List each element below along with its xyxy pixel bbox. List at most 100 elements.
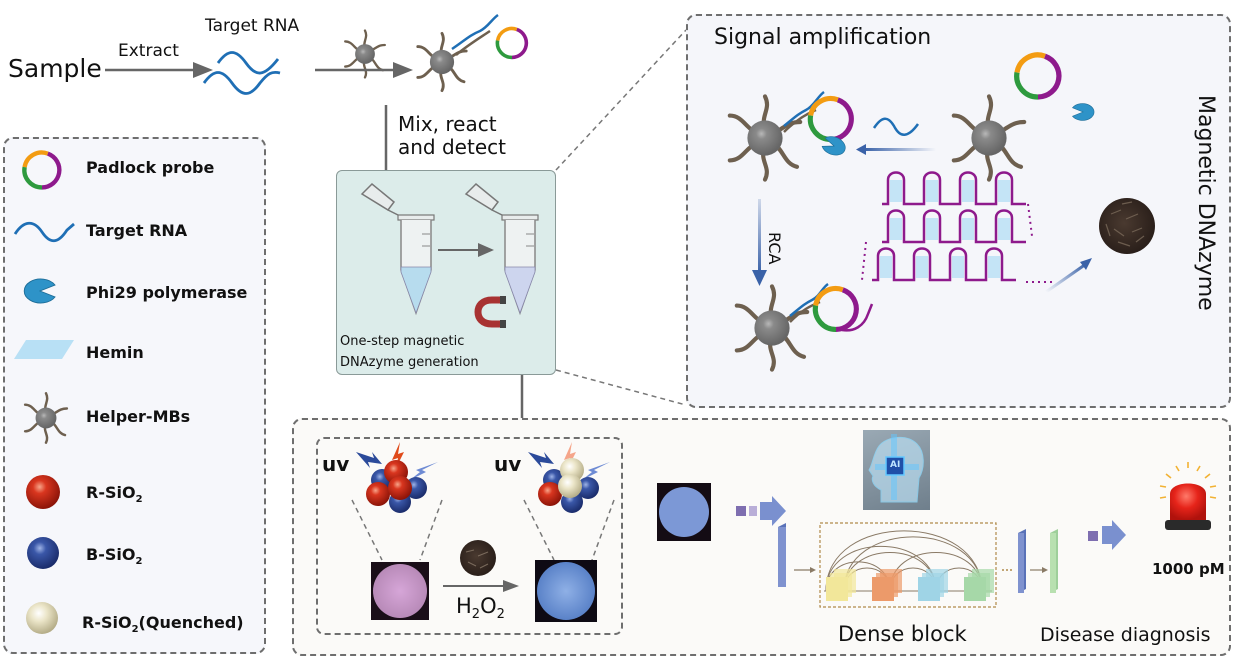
pink-dish-image [371, 562, 429, 620]
signal-title: Signal amplification [714, 25, 932, 50]
legend-label-target-rna: Target RNA [86, 221, 188, 240]
magnetic-dnazyme-label: Magnetic DNAzyme [1193, 95, 1218, 311]
hemin-block [962, 218, 974, 240]
disease-diagnosis-label: Disease diagnosis [1040, 624, 1211, 646]
input-arrow [736, 496, 786, 526]
h-symbol: H [456, 594, 472, 618]
free-probe-icon [1017, 55, 1059, 97]
legend-text: B-SiO [86, 545, 136, 564]
rca-arrow [758, 199, 761, 274]
bound-complex-icon [416, 13, 529, 93]
rca-strand [882, 209, 1026, 244]
dense-layer [826, 577, 848, 601]
free-polymerase-icon [1072, 103, 1095, 121]
legend-label-padlock-probe: Padlock probe [86, 158, 215, 177]
nanoparticle-cluster-right-icon [528, 442, 610, 513]
red-sphere-icon [26, 475, 60, 509]
rca-product-icon [861, 171, 1056, 283]
hemin-block [890, 180, 902, 202]
rca-continuation [861, 203, 1056, 283]
legend-text: R-SiO [86, 483, 136, 502]
hemin-block [952, 256, 964, 278]
free-rna-icon [872, 117, 920, 136]
legend-suffix: (Quenched) [138, 613, 244, 632]
subscript: 2 [496, 607, 505, 623]
rca-strand [882, 171, 1026, 206]
target-rna-icon [13, 221, 75, 243]
hemin-block [926, 218, 938, 240]
o-symbol: O [480, 594, 497, 618]
helper-mb-free-icon [954, 96, 1024, 179]
signal-diagram [686, 14, 1155, 408]
target-rna-strands-icon [202, 51, 281, 95]
extract-arrow [105, 62, 213, 78]
nanoparticle-cluster-left-icon [356, 442, 438, 513]
target-rna-label: Target RNA [205, 16, 300, 36]
detection-panel [292, 418, 1231, 656]
legend-label-phi29-polymerase: Phi29 polymerase [86, 283, 248, 302]
uv-label-right: uv [494, 452, 522, 476]
hemin-block [998, 218, 1010, 240]
mix-label-line1: Mix, react [398, 112, 497, 136]
magnetic-dnazyme-icon [1099, 198, 1155, 254]
ai-head-image: AI [863, 430, 930, 510]
magnet-icon [474, 296, 506, 328]
hemin-block [890, 218, 902, 240]
legend-label-helper-mbs: Helper-MBs [86, 407, 191, 426]
hemin-block [998, 180, 1010, 202]
tube-caption-line1: One-step magnetic [340, 334, 465, 349]
legend-subscript: 2 [135, 494, 143, 506]
dense-layers [826, 569, 994, 601]
zoom-connector-lines [555, 29, 687, 406]
bound-helper-mb-icon [730, 90, 852, 180]
rca-strand [872, 247, 1016, 282]
uv-label-left: uv [322, 452, 350, 476]
blue-dish-image [535, 560, 597, 622]
zoom-lines-right [523, 499, 615, 561]
legend-label-r-sio2: R-SiO2 [86, 483, 143, 505]
tube-caption-line2: DNAzyme generation [340, 355, 479, 370]
legend-text: R-SiO [82, 613, 132, 632]
dnazyme-arrow [1045, 262, 1087, 294]
concentration-label: 1000 pM [1152, 560, 1225, 578]
mix-label-line2: and detect [398, 135, 506, 159]
subscript: 2 [471, 607, 481, 623]
dense-connection [843, 536, 983, 592]
alarm-siren-icon [1159, 462, 1217, 530]
zoom-lines-left [351, 499, 443, 561]
hemin-block [916, 256, 928, 278]
hemin-icon [14, 340, 74, 359]
h2o2-label: H2O2 [456, 594, 505, 622]
hemin-block [962, 180, 974, 202]
dense-layer [872, 577, 894, 601]
dense-block-frame [819, 522, 997, 608]
legend-label-b-sio2: B-SiO2 [86, 545, 142, 567]
legend-label-r-sio2-quenched: R-SiO2(Quenched) [82, 613, 244, 635]
rca-label: RCA [765, 232, 784, 265]
tube-arrow [438, 243, 494, 257]
mix-arrow [315, 62, 413, 78]
hemin-block [988, 256, 1000, 278]
dense-layer [964, 577, 986, 601]
reaction-arrow [443, 580, 519, 592]
hemin-block [926, 180, 938, 202]
colorimetric-panel [316, 437, 623, 635]
extract-label: Extract [118, 41, 179, 61]
bind-arrow [864, 148, 936, 151]
quenched-sphere-icon [26, 602, 58, 634]
legend-subscript: 2 [131, 624, 139, 636]
legend-label-hemin: Hemin [86, 343, 144, 362]
output-arrow [1088, 520, 1126, 550]
input-dish-image [657, 483, 711, 541]
sample-label: Sample [8, 54, 102, 83]
helper-mb-legend-icon [23, 392, 69, 444]
blue-sphere-icon [27, 537, 59, 569]
dense-block-diagram [778, 522, 1058, 608]
hemin-block [880, 256, 892, 278]
legend-subscript: 2 [135, 556, 143, 568]
phi29-polymerase-icon [23, 278, 56, 304]
ai-chip-label: AI [890, 460, 901, 470]
dense-layer [918, 577, 940, 601]
dense-block-label: Dense block [838, 622, 967, 646]
rca-helper-mb-icon [737, 282, 874, 370]
